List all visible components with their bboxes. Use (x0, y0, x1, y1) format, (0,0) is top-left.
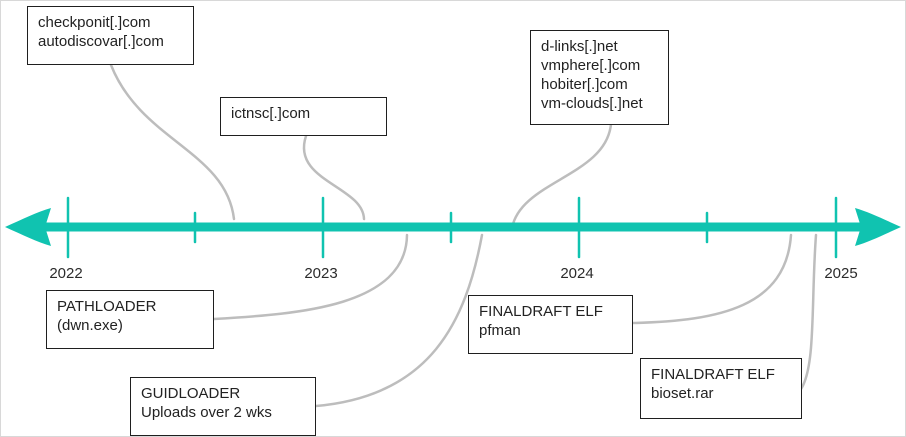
connector-finaldraft-pfman (631, 233, 793, 325)
event-text: Uploads over 2 wks (141, 404, 272, 421)
year-label-2024: 2024 (560, 265, 594, 282)
event-text: pfman (479, 322, 521, 339)
event-box-dlinks: d-links[.]net vmphere[.]com hobiter[.]co… (530, 30, 669, 125)
event-text: PATHLOADER (57, 298, 157, 315)
event-box-finaldraft-pfman: FINALDRAFT ELF pfman (468, 295, 633, 354)
event-text: d-links[.]net (541, 38, 618, 55)
event-box-pathloader: PATHLOADER (dwn.exe) (46, 290, 214, 349)
event-text: (dwn.exe) (57, 317, 123, 334)
event-box-finaldraft-bioset: FINALDRAFT ELF bioset.rar (640, 358, 802, 419)
year-label-2025: 2025 (824, 265, 858, 282)
connector-ictnsc (302, 134, 366, 221)
event-text: checkponit[.]com (38, 14, 151, 31)
connector-checkponit (109, 63, 236, 221)
event-text: vm-clouds[.]net (541, 95, 643, 112)
event-box-ictnsc: ictnsc[.]com (220, 97, 387, 136)
event-text: GUIDLOADER (141, 385, 241, 402)
event-text: ictnsc[.]com (231, 105, 311, 122)
year-label-2022: 2022 (49, 265, 83, 282)
axis-arrow-right (855, 208, 901, 246)
connector-finaldraft-bioset (799, 233, 818, 391)
event-text: bioset.rar (651, 385, 714, 402)
event-text: autodiscovar[.]com (38, 33, 164, 50)
event-text: vmphere[.]com (541, 57, 641, 74)
event-text: hobiter[.]com (541, 76, 628, 93)
connector-pathloader (212, 233, 409, 321)
event-box-checkponit: checkponit[.]com autodiscovar[.]com (27, 6, 194, 65)
event-text: FINALDRAFT ELF (479, 303, 603, 320)
event-box-guidloader: GUIDLOADER Uploads over 2 wks (130, 377, 316, 436)
axis-arrow-left (5, 208, 51, 246)
event-text: FINALDRAFT ELF (651, 366, 775, 383)
connector-guidloader (314, 233, 484, 408)
connector-dlinks (510, 122, 613, 230)
year-label-2023: 2023 (304, 265, 338, 282)
